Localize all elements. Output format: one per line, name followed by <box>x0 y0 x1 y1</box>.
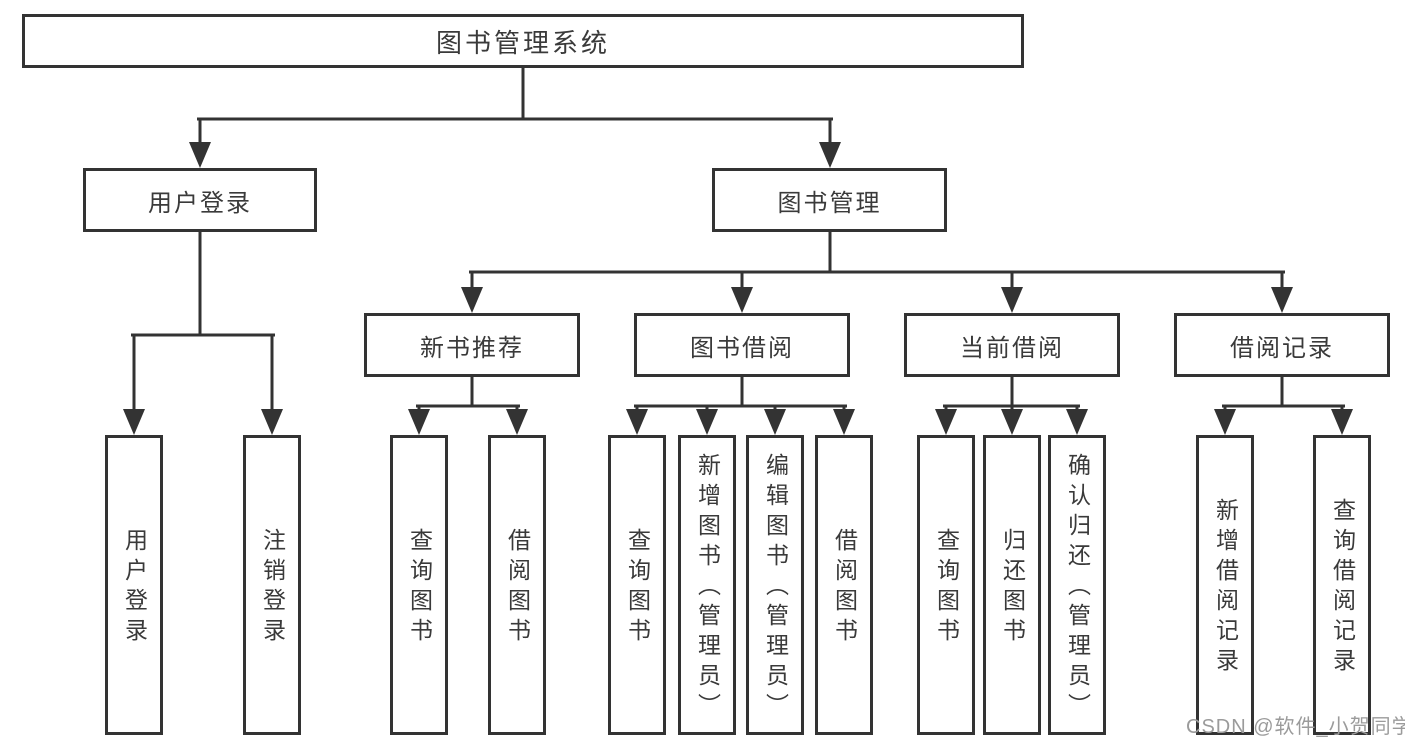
leaf-borrow-add-books-admin: 新增图书（管理员） <box>678 435 736 735</box>
node-book-borrowing: 图书借阅 <box>634 313 850 377</box>
node-user-login: 用户登录 <box>83 168 317 232</box>
leaf-borrow-edit-books-admin: 编辑图书（管理员） <box>746 435 804 735</box>
node-book-management: 图书管理 <box>712 168 947 232</box>
leaf-borrow-query-books: 查询图书 <box>608 435 666 735</box>
leaf-records-add-record: 新增借阅记录 <box>1196 435 1254 735</box>
node-library-system: 图书管理系统 <box>22 14 1024 68</box>
leaf-logout-login: 注销登录 <box>243 435 301 735</box>
leaf-current-return-books: 归还图书 <box>983 435 1041 735</box>
leaf-records-query-record: 查询借阅记录 <box>1313 435 1371 735</box>
node-current-borrowing: 当前借阅 <box>904 313 1120 377</box>
node-borrowing-records: 借阅记录 <box>1174 313 1390 377</box>
leaf-current-confirm-return-admin: 确认归还（管理员） <box>1048 435 1106 735</box>
leaf-current-query-books: 查询图书 <box>917 435 975 735</box>
watermark: CSDN @软件_小贺同学 <box>1186 716 1405 738</box>
leaf-user-login: 用户登录 <box>105 435 163 735</box>
leaf-recommend-borrow-books: 借阅图书 <box>488 435 546 735</box>
leaf-recommend-query-books: 查询图书 <box>390 435 448 735</box>
leaf-borrow-borrow-books: 借阅图书 <box>815 435 873 735</box>
node-new-book-recommendation: 新书推荐 <box>364 313 580 377</box>
